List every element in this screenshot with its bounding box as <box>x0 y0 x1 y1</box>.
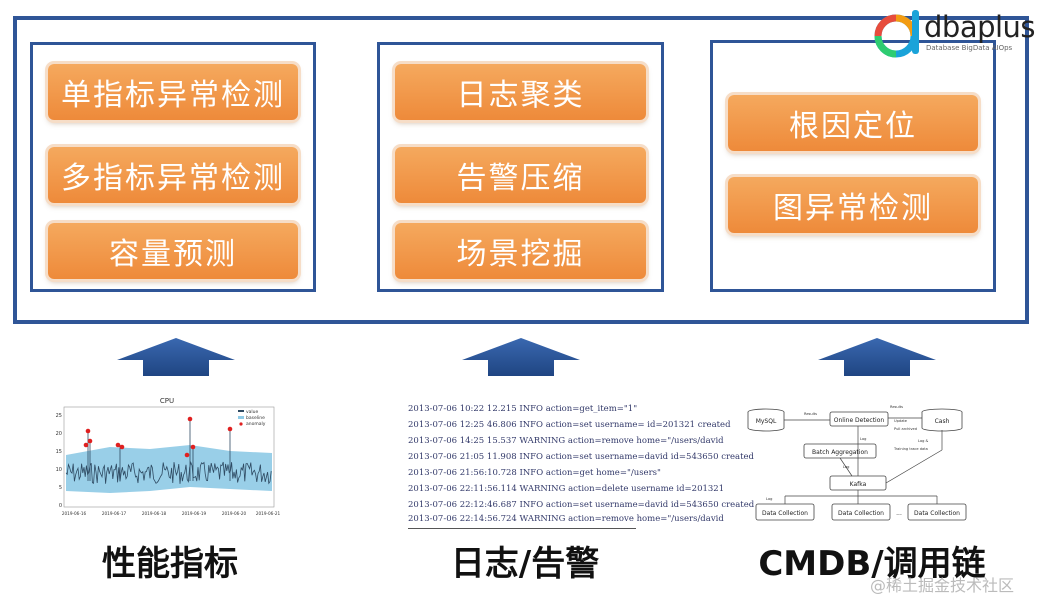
label-logs-alerts: 日志/告警 <box>450 544 600 584</box>
logo-subtitle: Database BigData AIOps <box>926 44 1013 52</box>
node-data-collection-1: Data Collection <box>762 510 808 517</box>
edge-label-log-and: Log & <box>918 439 929 443</box>
node-data-collection-2: Data Collection <box>838 510 884 517</box>
group-logs: 日志聚类 告警压缩 场景挖掘 <box>377 42 664 292</box>
up-arrow-metrics-icon <box>117 338 235 376</box>
logo-text: dbaplus <box>924 10 1036 44</box>
legend-value: value <box>246 409 259 415</box>
group-cmdb: 根因定位 图异常检测 <box>710 40 996 292</box>
x-tick: 2019-06-19 <box>182 511 207 516</box>
log-line: 2013-07-06 14:25 15.537 WARNING action=r… <box>408 436 724 446</box>
node-cash: Cash <box>935 418 950 425</box>
up-arrow-cmdb-icon <box>818 338 936 376</box>
x-tick: 2019-06-21 <box>256 511 281 516</box>
edge-label-update: Update <box>894 419 908 423</box>
log-line: 2013-07-06 10:22 12.215 INFO action=get_… <box>408 404 638 414</box>
up-arrow-logs-icon <box>462 338 580 376</box>
btn-multi-metric-anomaly[interactable]: 多指标异常检测 <box>48 147 298 203</box>
flow-ellipsis: ... <box>896 510 902 517</box>
log-thumbnail: 2013-07-06 10:22 12.215 INFO action=get_… <box>408 400 755 530</box>
x-tick: 2019-06-16 <box>62 511 87 516</box>
node-data-collection-3: Data Collection <box>914 510 960 517</box>
node-kafka: Kafka <box>850 481 867 488</box>
btn-graph-anomaly[interactable]: 图异常检测 <box>728 177 978 233</box>
chart-title: CPU <box>160 397 174 405</box>
node-batch-aggregation: Batch Aggregation <box>812 449 868 456</box>
btn-root-cause[interactable]: 根因定位 <box>728 95 978 151</box>
log-line: 2013-07-06 22:11:56.114 WARNING action=d… <box>408 484 725 494</box>
node-mysql: MySQL <box>756 418 777 425</box>
btn-scenario-mining[interactable]: 场景挖掘 <box>395 223 646 279</box>
log-line: 2013-07-06 21:56:10.728 INFO action=get … <box>408 468 661 478</box>
edge-label-log-c: Log <box>766 497 772 501</box>
logo-mark-icon <box>874 10 919 58</box>
y-tick: 25 <box>56 413 62 419</box>
log-line: 2013-07-06 12:25 46.806 INFO action=set … <box>408 420 731 430</box>
edge-label-results-2: Results <box>890 405 903 409</box>
btn-log-clustering[interactable]: 日志聚类 <box>395 64 646 120</box>
btn-capacity-forecast[interactable]: 容量预测 <box>48 223 298 279</box>
x-tick: 2019-06-20 <box>222 511 247 516</box>
y-tick: 5 <box>59 485 62 491</box>
watermark: @稀土掘金技术社区 <box>870 576 1015 595</box>
log-line: 2013-07-06 21:05 11.908 INFO action=set … <box>408 452 754 462</box>
group-metrics: 单指标异常检测 多指标异常检测 容量预测 <box>30 42 316 292</box>
x-tick: 2019-06-18 <box>142 511 167 516</box>
node-online-detection: Online Detection <box>834 417 885 424</box>
dbaplus-logo <box>868 6 1038 60</box>
y-tick: 0 <box>59 503 62 509</box>
label-cmdb-tracing: CMDB/调用链 <box>758 544 986 584</box>
cpu-chart-thumbnail: CPU value baseline anomaly 25 <box>50 395 281 520</box>
log-line: 2013-07-06 22:12:46.687 INFO action=set … <box>408 500 755 510</box>
log-line: 2013-07-06 22:14:56.724 WARNING action=r… <box>408 514 724 524</box>
legend-anomaly: anomaly <box>246 421 266 427</box>
btn-single-metric-anomaly[interactable]: 单指标异常检测 <box>48 64 298 120</box>
log-underline <box>408 528 636 529</box>
edge-label-log-b: Log <box>843 465 849 469</box>
y-tick: 20 <box>56 431 62 437</box>
cmdb-flow-thumbnail: MySQL Online Detection Cash Batch Aggreg… <box>742 400 972 530</box>
edge-label-log-a: Log <box>860 437 866 441</box>
y-tick: 15 <box>56 449 62 455</box>
edge-label-pull: Pull archived <box>894 427 917 431</box>
x-tick: 2019-06-17 <box>102 511 127 516</box>
btn-alert-compression[interactable]: 告警压缩 <box>395 147 646 203</box>
legend-baseline: baseline <box>246 415 265 421</box>
y-tick: 10 <box>56 467 62 473</box>
label-metrics: 性能指标 <box>102 544 238 584</box>
edge-label-training: Training trace data <box>893 447 928 451</box>
edge-label-results: Results <box>804 412 817 416</box>
outer-frame <box>13 16 1029 324</box>
